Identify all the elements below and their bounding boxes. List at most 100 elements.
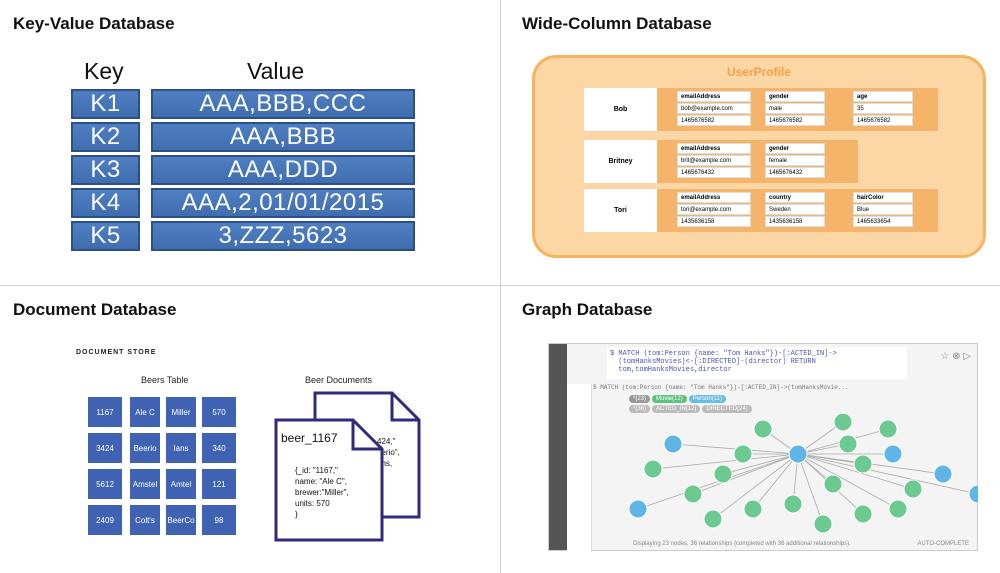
cypher-line: tom,tomHanksMovies,director [610, 366, 732, 374]
graph-edge [652, 453, 799, 470]
wc-column-value: tori@example.com [677, 204, 751, 215]
graph-edge [797, 453, 978, 495]
neo4j-browser-screenshot: $ MATCH (tom:Person {name: "Tom Hanks"})… [548, 343, 978, 552]
movie-node [888, 499, 908, 519]
wc-column-value: bob@example.com [677, 103, 751, 114]
auto-complete-toggle: AUTO-COMPLETE [917, 541, 969, 547]
movie-node [903, 479, 923, 499]
wc-column-timestamp: 1465676582 [853, 115, 913, 126]
cypher-line: (tomHanksMovies)<-[:DIRECTED]-(director)… [610, 358, 816, 366]
person-node [628, 499, 648, 519]
graph-edge [722, 453, 799, 475]
document-panel: Document Database DOCUMENT STORE Beers T… [0, 286, 500, 573]
node-label-tag: Person(11) [688, 395, 726, 403]
beers-table-cell: 121 [202, 469, 236, 499]
beer-documents-title: Beer Documents [305, 375, 373, 385]
legend-tags: *(23)Movie(12)Person(11)*(36)ACTED_IN(12… [629, 395, 754, 413]
movie-node [878, 419, 898, 439]
document-line: } [295, 510, 298, 519]
document-title: Document Database [13, 300, 177, 319]
wide-column-title: Wide-Column Database [522, 14, 712, 33]
wc-column-value: male [765, 103, 825, 114]
beers-table-cell: Ale C [130, 397, 160, 427]
beers-table-cell: 3424 [88, 433, 122, 463]
beers-table-cell: 570 [202, 397, 236, 427]
document-name: beer_1167 [281, 431, 338, 445]
movie-node [823, 474, 843, 494]
wc-column-name: hairColor [853, 192, 913, 203]
movie-node [643, 459, 663, 479]
value-header: Value [247, 58, 305, 84]
wc-column-timestamp: 1465676432 [765, 167, 825, 178]
wc-row-key: Bob [584, 88, 657, 131]
beers-table-cell: 340 [202, 433, 236, 463]
beers-table-title: Beers Table [141, 375, 189, 385]
vertical-divider [500, 0, 501, 573]
node-label-tag: *(23) [629, 395, 651, 403]
movie-node [743, 499, 763, 519]
view-toolbar [567, 384, 592, 552]
movie-node [853, 504, 873, 524]
relationship-tag: ACTED_IN(12) [652, 405, 701, 413]
key-value-title: Key-Value Database [13, 14, 175, 33]
person-node [968, 484, 978, 504]
movie-node [813, 514, 833, 534]
graph-edge [692, 453, 799, 495]
rel-tag-row: *(36)ACTED_IN(12)DIRECTED(24) [629, 405, 754, 413]
beers-table-cell: Beerio [130, 433, 160, 463]
beers-table-cell: Miller [166, 397, 196, 427]
beers-table-cell: 5612 [88, 469, 122, 499]
graph-edge [797, 453, 914, 490]
userprofile-label: UserProfile [726, 65, 792, 79]
wc-column-timestamp: 1465676582 [765, 115, 825, 126]
wc-column-name: emailAddress [677, 143, 751, 154]
document-line: eerio", [377, 448, 400, 457]
wc-column-timestamp: 1465676582 [677, 115, 751, 126]
document-line: {_id: "1167," [295, 466, 338, 475]
beers-table-cell: Colt's [130, 505, 160, 535]
document-line: ans, [377, 459, 393, 468]
wc-column-value: female [765, 155, 825, 166]
document-store-label: DOCUMENT STORE [76, 349, 157, 356]
document-line: name: "Ale C", [295, 477, 347, 486]
editor-controls: ☆ ⊗ ▷ [940, 351, 971, 362]
document-line: brewer:"Miller", [295, 488, 349, 497]
relationship-tag: DIRECTED(24) [702, 405, 752, 413]
movie-node [838, 434, 858, 454]
front-document-icon [274, 418, 384, 542]
movie-node [753, 419, 773, 439]
wc-column-value: Sweden [765, 204, 825, 215]
wc-column-name: gender [765, 91, 825, 102]
wc-row-key: Tori [584, 189, 657, 232]
kv-key-cell: K3 [71, 155, 140, 185]
wc-column-name: age [853, 91, 913, 102]
relationship-tag: *(36) [629, 405, 651, 413]
wc-column-timestamp: 1435636158 [677, 216, 751, 227]
movie-node [733, 444, 753, 464]
movie-node [853, 454, 873, 474]
document-line: units: 570 [295, 499, 330, 508]
wc-column-name: emailAddress [677, 192, 751, 203]
beers-table-cell: 2409 [88, 505, 122, 535]
wc-column-name: emailAddress [677, 91, 751, 102]
wc-column-timestamp: 1465676432 [677, 167, 751, 178]
beers-table-cell: Ians [166, 433, 196, 463]
front-document-text: {_id: "1167," name: "Ale C", brewer:"Mille… [295, 465, 349, 520]
movie-node [713, 464, 733, 484]
person-node [663, 434, 683, 454]
graph-panel: Graph Database $ MATCH (tom:Person {name… [501, 286, 1000, 573]
wc-row-key: Britney [584, 140, 657, 183]
graph-edge [797, 453, 824, 525]
movie-node [833, 414, 853, 432]
key-header: Key [84, 58, 124, 84]
